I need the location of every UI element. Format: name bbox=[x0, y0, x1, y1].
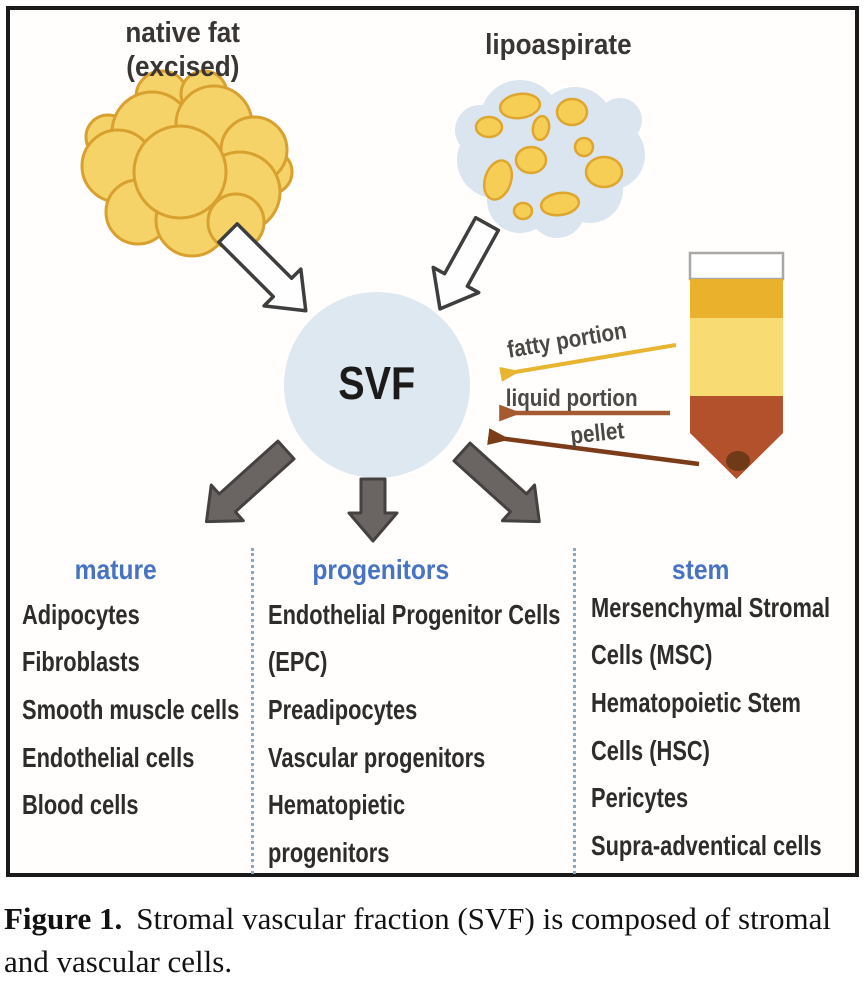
arrow-svf-to-mature-icon bbox=[204, 439, 296, 524]
caption-label: Figure 1. bbox=[4, 901, 123, 936]
cell-type-item: Mersenchymal Stromal bbox=[591, 591, 831, 623]
fatty-portion-arrow-icon bbox=[499, 343, 677, 382]
lipoaspirate-label: lipoaspirate bbox=[484, 29, 632, 61]
centrifuge-tube-icon bbox=[688, 251, 785, 479]
column-divider-right bbox=[573, 548, 576, 874]
native-fat-label-line1: native fat bbox=[125, 17, 241, 49]
cell-type-item: progenitors bbox=[268, 836, 390, 868]
pellet-dot-icon bbox=[726, 451, 750, 471]
arrow-lipoaspirate-to-svf-icon bbox=[431, 215, 501, 311]
column-divider-left bbox=[251, 548, 254, 874]
arrow-svf-to-progenitors-icon bbox=[347, 477, 399, 543]
lipoaspirate-droplets-icon bbox=[474, 92, 624, 221]
cell-type-item: Preadipocytes bbox=[268, 693, 418, 725]
liquid-portion-label: liquid portion bbox=[506, 385, 638, 412]
cell-type-item: Smooth muscle cells bbox=[22, 693, 240, 725]
column-header-stem: stem bbox=[672, 554, 730, 585]
cell-type-item: Cells (HSC) bbox=[591, 734, 710, 766]
cell-type-item: Blood cells bbox=[22, 789, 139, 821]
column-mature: Adipocytes Fibroblasts Smooth muscle cel… bbox=[22, 591, 301, 829]
cell-type-item: Cells (MSC) bbox=[591, 639, 713, 671]
column-header-progenitors: progenitors bbox=[312, 554, 450, 585]
column-header-mature: mature bbox=[74, 554, 158, 585]
svf-label: SVF bbox=[338, 357, 416, 409]
cell-type-item: Pericytes bbox=[591, 782, 689, 814]
column-progenitors: Endothelial Progenitor Cells (EPC) Pread… bbox=[268, 591, 643, 877]
svf-circle bbox=[284, 292, 470, 478]
cell-type-item: Vascular progenitors bbox=[268, 741, 486, 773]
figure-caption: Figure 1.Stromal vascular fraction (SVF)… bbox=[4, 897, 849, 983]
column-stem: Mersenchymal Stromal Cells (MSC) Hematop… bbox=[591, 584, 866, 870]
pellet-arrow-icon bbox=[487, 428, 700, 467]
native-fat-label-line2: (excised) bbox=[126, 51, 240, 83]
cell-type-item: (EPC) bbox=[268, 646, 328, 678]
arrow-svf-to-stem-icon bbox=[452, 441, 541, 524]
caption-text: Stromal vascular fraction (SVF) is compo… bbox=[4, 901, 832, 979]
cell-type-item: Adipocytes bbox=[22, 598, 140, 630]
native-fat-blob-icon bbox=[80, 69, 294, 258]
cell-type-item: Fibroblasts bbox=[22, 646, 140, 678]
cell-type-item: Supra-adventical cells bbox=[591, 829, 822, 861]
cell-type-item: Endothelial cells bbox=[22, 741, 195, 773]
arrow-native-fat-to-svf-icon bbox=[217, 222, 308, 313]
cell-type-item: Hematopietic bbox=[268, 789, 406, 821]
cell-type-item: Hematopoietic Stem bbox=[591, 686, 801, 718]
cell-type-item: Endothelial Progenitor Cells bbox=[268, 598, 561, 630]
